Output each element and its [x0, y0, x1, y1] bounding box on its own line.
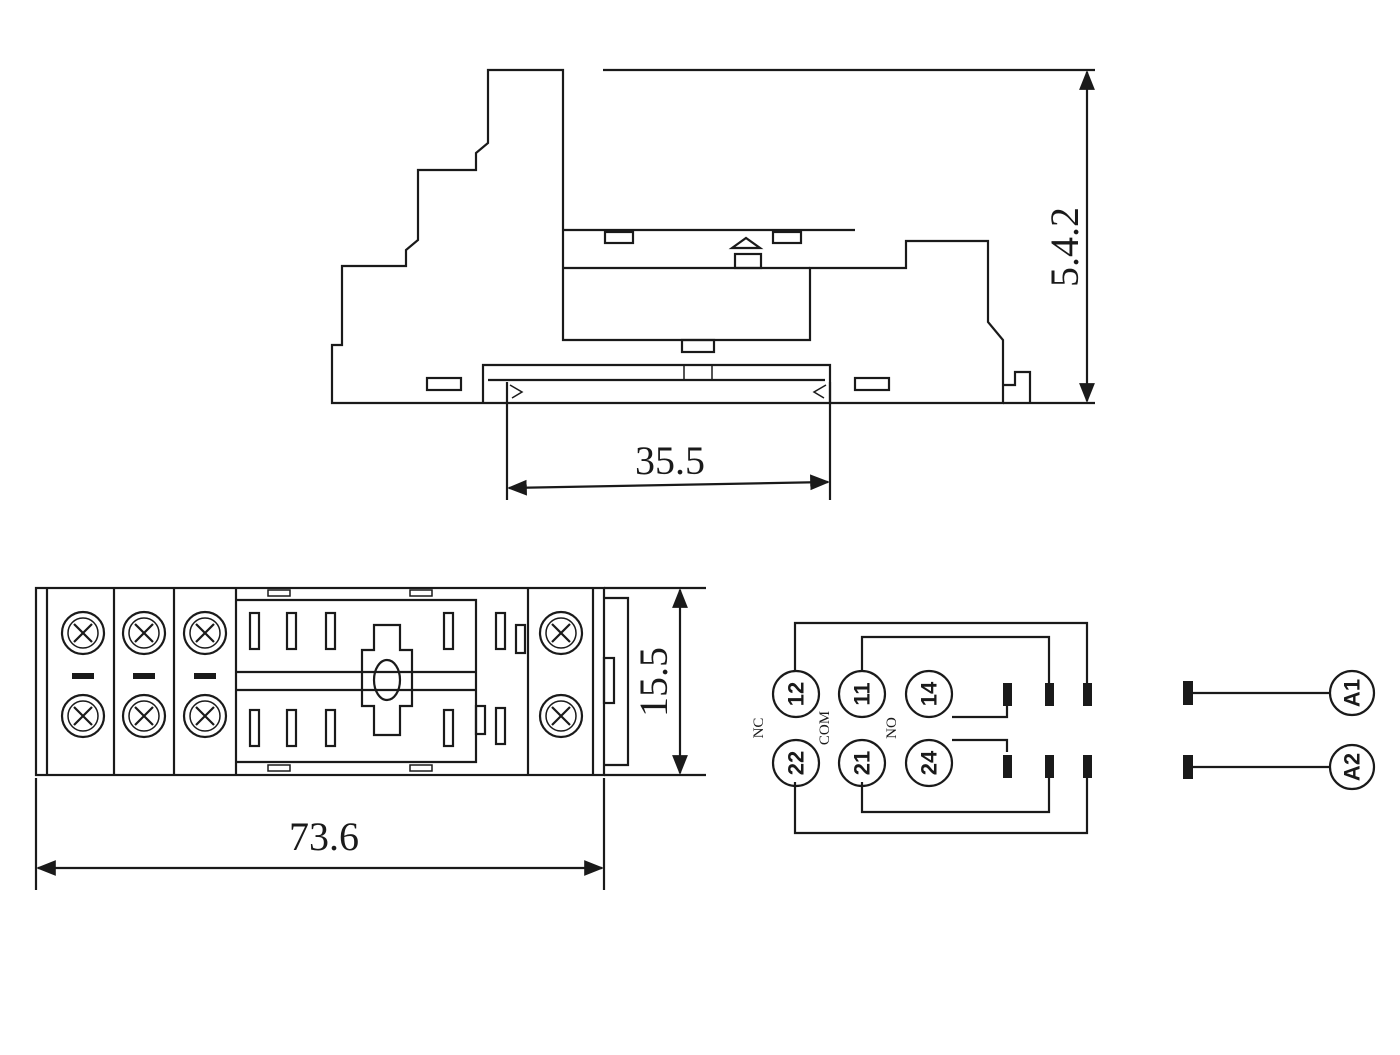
- label-no: NO: [884, 717, 900, 739]
- terminal-24: 24: [904, 738, 954, 788]
- screw-terminals: [60, 610, 584, 739]
- terminal-14: 14: [904, 669, 954, 719]
- terminal-21: 21: [837, 738, 887, 788]
- height-dimension: 5.4.2: [1042, 207, 1087, 287]
- svg-text:A2: A2: [1340, 753, 1365, 781]
- depth-dimension: 15.5: [631, 647, 676, 717]
- length-dimension: 73.6: [289, 814, 359, 859]
- top-view: 15.5 73.6: [34, 586, 706, 890]
- terminal-22: 22: [771, 738, 821, 788]
- terminal-11: 11: [837, 669, 887, 719]
- label-nc: NC: [751, 718, 767, 739]
- wiring-diagram: 12 11 14 22 21 24 A1 A2: [751, 621, 1376, 835]
- terminal-a1: A1: [1328, 669, 1376, 717]
- svg-text:22: 22: [784, 751, 809, 775]
- svg-text:12: 12: [784, 682, 809, 706]
- terminal-12: 12: [771, 669, 821, 719]
- svg-text:24: 24: [917, 750, 942, 775]
- svg-text:14: 14: [917, 681, 942, 706]
- label-com: COM: [817, 711, 833, 745]
- svg-text:11: 11: [850, 682, 875, 705]
- terminal-a2: A2: [1328, 743, 1376, 791]
- rail-width-dimension: 35.5: [635, 438, 705, 483]
- svg-text:A1: A1: [1340, 679, 1365, 707]
- side-view: 5.4.2 35.5: [330, 68, 1095, 500]
- svg-text:21: 21: [850, 751, 875, 775]
